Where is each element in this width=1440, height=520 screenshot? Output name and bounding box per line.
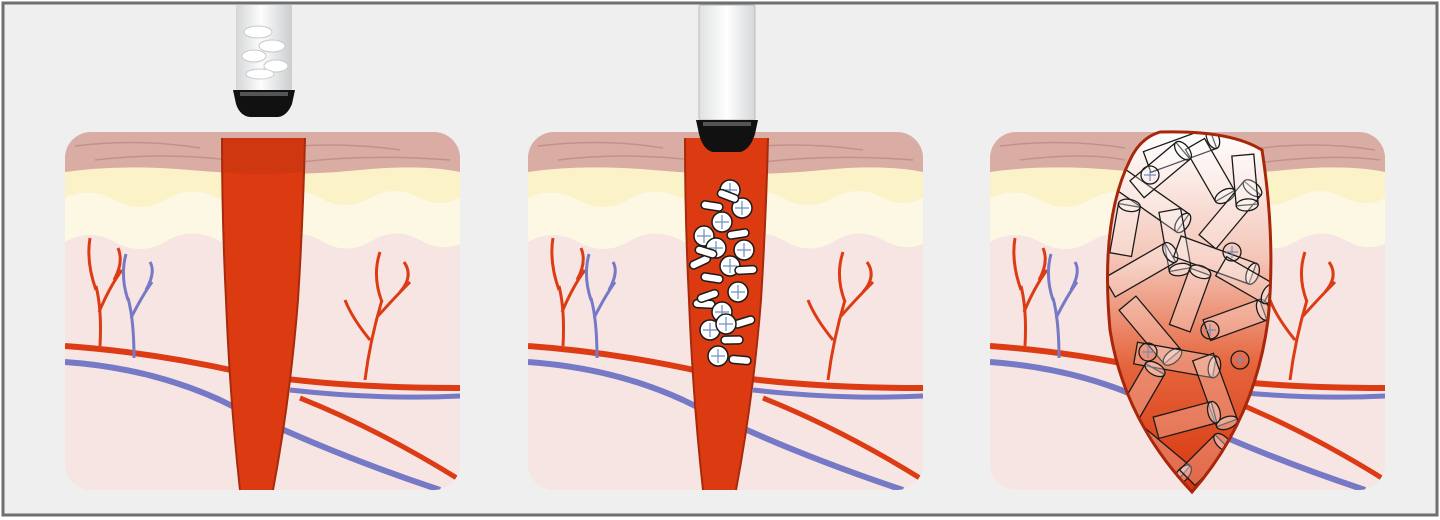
panel-3-expanded	[990, 126, 1385, 492]
sponge-tablet-edge	[729, 355, 752, 365]
syringe-applicator-icon	[696, 5, 758, 152]
sponge-tablet-edge	[721, 336, 743, 344]
sponge-tablet-edge	[735, 265, 757, 274]
sponge-body	[1232, 154, 1258, 206]
expanded-sponge-cylinder	[1232, 154, 1259, 212]
tablet-in-applicator	[244, 26, 272, 38]
tablet-in-applicator	[246, 69, 274, 79]
applicator-tip-highlight	[703, 122, 751, 126]
applicator-barrel	[699, 5, 755, 120]
wound-entry-shadow	[222, 138, 305, 174]
applicator-tip-highlight	[240, 92, 288, 96]
syringe-applicator-icon	[233, 5, 295, 117]
tablet-in-applicator	[242, 50, 266, 62]
tablet-in-applicator	[259, 40, 285, 52]
